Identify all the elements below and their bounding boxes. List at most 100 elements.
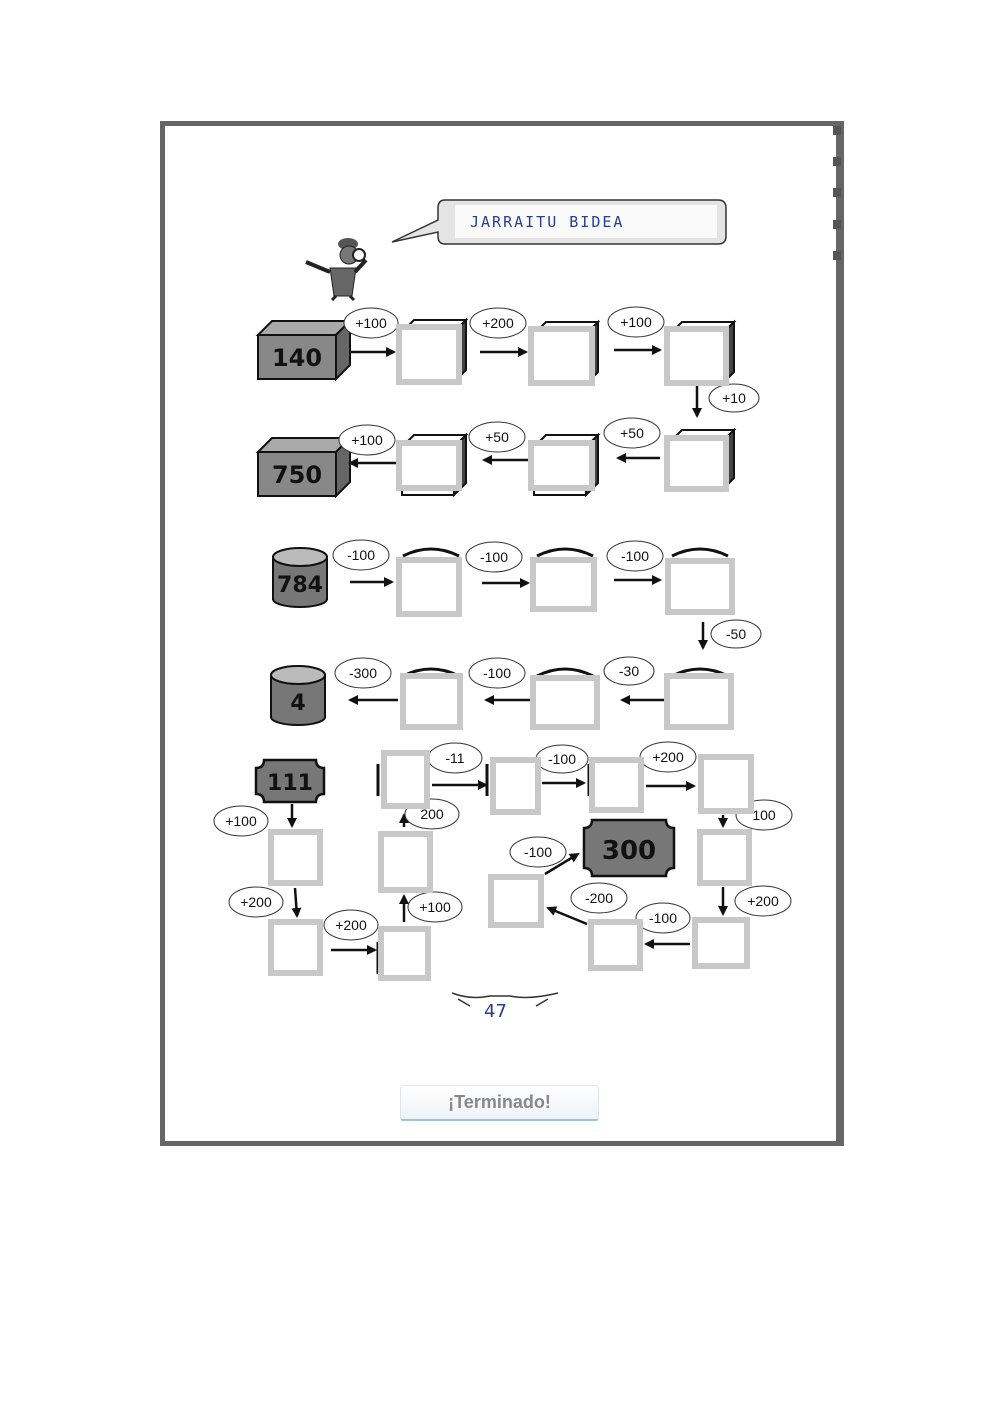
operation-oval — [469, 307, 527, 339]
operation-label: 100 — [752, 807, 776, 823]
answer-cylinder-4[interactable] — [400, 673, 463, 730]
operation-oval — [468, 657, 526, 689]
answer-maze-10[interactable] — [378, 926, 431, 981]
answer-maze-3[interactable] — [589, 757, 644, 813]
answer-maze-6[interactable] — [378, 831, 433, 893]
frame-tick — [833, 126, 841, 135]
start-value: 300 — [602, 836, 656, 866]
finish-button[interactable]: ¡Terminado! — [400, 1085, 599, 1121]
answer-cylinder-6[interactable] — [664, 673, 734, 730]
cube-front — [257, 334, 337, 380]
operation-label: -200 — [585, 890, 613, 906]
detective-icon — [305, 238, 368, 302]
operation-label: +100 — [419, 899, 451, 915]
answer-maze-1[interactable] — [381, 750, 430, 809]
operation-oval — [603, 656, 655, 686]
operation-oval — [570, 882, 628, 914]
operation-label: -100 — [483, 665, 511, 681]
answer-cylinder-1[interactable] — [396, 557, 462, 617]
operation-oval — [465, 541, 523, 573]
cube-front — [257, 451, 337, 497]
answer-maze-2[interactable] — [490, 757, 541, 815]
operation-oval — [509, 836, 567, 868]
operation-label: +200 — [482, 315, 514, 331]
answer-maze-12[interactable] — [692, 917, 750, 969]
answer-box-3[interactable] — [664, 326, 729, 386]
operation-oval — [468, 421, 526, 453]
arrow — [291, 887, 302, 918]
speech-bubble: JARRAITU BIDEA — [391, 199, 727, 245]
start-value: 111 — [267, 771, 313, 796]
operation-oval — [607, 306, 665, 338]
cube-top — [255, 320, 353, 336]
cube-top — [255, 437, 353, 453]
answer-maze-8[interactable] — [488, 874, 544, 928]
operation-label: -100 — [347, 547, 375, 563]
operation-oval — [603, 417, 661, 449]
operation-label: -300 — [349, 665, 377, 681]
operation-label: +200 — [240, 894, 272, 910]
operation-label: -100 — [548, 751, 576, 767]
title: JARRAITU BIDEA — [470, 213, 624, 231]
operation-label: -30 — [619, 663, 639, 679]
answer-box-5[interactable] — [528, 440, 595, 491]
arrow — [544, 852, 580, 876]
operation-oval — [710, 619, 762, 649]
answer-maze-11[interactable] — [588, 919, 643, 971]
operation-label: +50 — [485, 429, 509, 445]
frame-tick — [833, 251, 841, 260]
answer-maze-9[interactable] — [268, 919, 323, 976]
cylinder-lid — [402, 547, 460, 558]
operation-oval — [338, 424, 396, 456]
operation-label: -100 — [480, 549, 508, 565]
operation-oval — [323, 909, 379, 941]
operation-label: +100 — [225, 813, 257, 829]
answer-maze-5[interactable] — [268, 829, 323, 886]
answer-maze-7[interactable] — [697, 829, 752, 886]
operation-label: +10 — [722, 390, 746, 406]
operation-oval — [228, 886, 284, 918]
answer-cylinder-5[interactable] — [530, 675, 600, 730]
operation-label: -50 — [726, 626, 746, 642]
arrow — [546, 906, 588, 926]
answer-maze-4[interactable] — [698, 754, 754, 814]
operation-label: -11 — [445, 750, 464, 766]
cylinder-top — [270, 665, 326, 685]
plaque — [254, 758, 326, 804]
answer-box-1[interactable] — [396, 324, 462, 385]
operation-oval — [734, 885, 792, 917]
answer-box-2[interactable] — [528, 326, 595, 386]
answer-box-6[interactable] — [664, 435, 729, 492]
cylinder-lid — [671, 547, 729, 558]
operation-oval — [332, 539, 390, 571]
operation-label: +100 — [620, 314, 652, 330]
frame-tick — [833, 157, 841, 166]
answer-cylinder-3[interactable] — [665, 558, 735, 615]
operation-label: -100 — [621, 548, 649, 564]
start-value: 140 — [272, 344, 322, 372]
answer-cylinder-2[interactable] — [530, 557, 597, 612]
cylinder-lid — [536, 547, 594, 558]
answer-box-4[interactable] — [396, 440, 462, 491]
page-number: 47 — [484, 1001, 507, 1022]
operation-oval — [343, 307, 399, 339]
operation-label: -100 — [524, 844, 552, 860]
operation-label: +50 — [620, 425, 644, 441]
frame-tick — [833, 188, 841, 197]
start-value: 4 — [290, 691, 305, 716]
operation-oval — [635, 902, 691, 934]
operation-label: +100 — [355, 315, 387, 331]
operation-label: -100 — [649, 910, 677, 926]
operation-oval — [334, 657, 392, 689]
operation-label: 200 — [420, 806, 444, 822]
operation-label: +100 — [351, 432, 383, 448]
operation-label: +200 — [652, 749, 684, 765]
operation-label: +200 — [747, 893, 779, 909]
cylinder-lid — [536, 667, 594, 678]
cylinder-top — [272, 547, 328, 567]
operation-oval — [213, 805, 269, 837]
frame-tick — [833, 220, 841, 229]
operation-oval — [708, 383, 760, 413]
operation-oval — [407, 891, 463, 923]
